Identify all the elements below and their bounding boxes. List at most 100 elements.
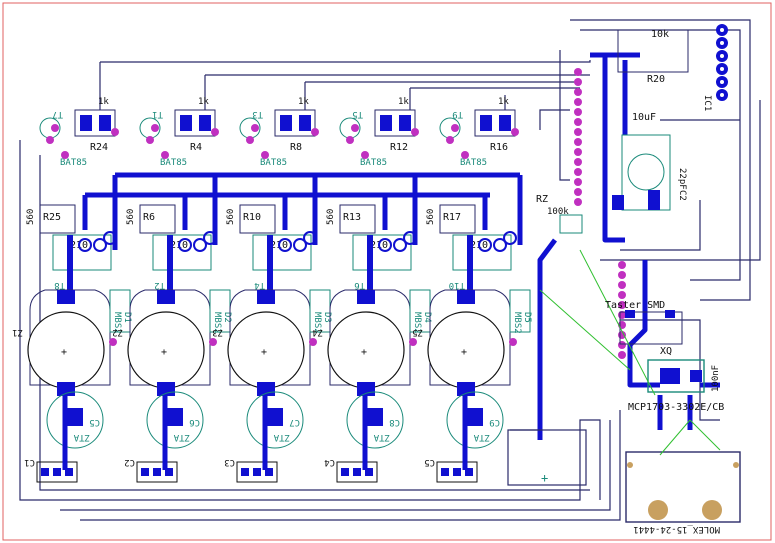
bridge-value-label: MBS2 bbox=[112, 312, 122, 334]
board-labels: 10k R20 10uF 22pF C2 RZ 100k Taster SMD … bbox=[536, 29, 724, 534]
pad bbox=[161, 151, 169, 159]
sense-outline bbox=[246, 391, 304, 449]
mid-resistor-block bbox=[339, 204, 376, 234]
ic-pin bbox=[618, 351, 626, 359]
ic-pin bbox=[574, 88, 582, 96]
r20-name-label: R20 bbox=[647, 74, 665, 85]
resistor-value-label: 1k bbox=[398, 97, 409, 107]
resistor-name-label: R16 bbox=[490, 142, 508, 153]
r20-value-label: 10k bbox=[651, 29, 669, 40]
cell-name-label: Z2 bbox=[112, 327, 123, 337]
resistor-pad bbox=[280, 115, 292, 131]
ic-pin bbox=[618, 261, 626, 269]
taster-smd bbox=[619, 310, 683, 345]
cell-pad-top bbox=[357, 290, 375, 304]
connector-pin bbox=[53, 468, 61, 476]
mosfet-outline bbox=[452, 234, 512, 271]
mid-resistor-name-label: R13 bbox=[343, 212, 361, 223]
pad bbox=[409, 338, 417, 346]
diode-label: BAT85 bbox=[160, 158, 187, 168]
pad bbox=[261, 151, 269, 159]
sense-outline bbox=[146, 391, 204, 449]
pad bbox=[251, 124, 259, 132]
cap-label: C9 bbox=[489, 417, 500, 427]
resistor-block bbox=[74, 109, 116, 137]
mosfet-outline bbox=[152, 234, 212, 271]
pad bbox=[146, 136, 154, 144]
header-pin-hole bbox=[720, 80, 724, 84]
connector-pin bbox=[41, 468, 49, 476]
resistor-pad bbox=[199, 115, 211, 131]
cell-plus-sign: + bbox=[61, 347, 67, 358]
header-connector bbox=[716, 24, 728, 101]
resistor-value-label: 1k bbox=[298, 97, 309, 107]
resistor-value-label: 1k bbox=[498, 97, 509, 107]
mid-resistor-value-label: 560 bbox=[126, 209, 136, 225]
bridge-value-label: MBS2 bbox=[512, 312, 522, 334]
pad bbox=[211, 128, 219, 136]
sense-outline bbox=[446, 391, 504, 449]
c2-name-label: C2 bbox=[677, 190, 687, 201]
bridge-value-label: MBS2 bbox=[412, 312, 422, 334]
cell-plus-sign: + bbox=[461, 347, 467, 358]
connector-pin bbox=[65, 468, 73, 476]
resistor-value-label: 1k bbox=[198, 97, 209, 107]
pad bbox=[351, 124, 359, 132]
svg-text:+: + bbox=[541, 471, 548, 485]
sense-label: ZTA bbox=[273, 432, 290, 442]
mosfet-pad bbox=[303, 231, 317, 245]
transistor-name-label: T9 bbox=[452, 109, 463, 119]
ic-pin bbox=[574, 68, 582, 76]
ic-pin bbox=[618, 301, 626, 309]
resistor-pad bbox=[299, 115, 311, 131]
ic-pin bbox=[574, 108, 582, 116]
resistor-name-label: R12 bbox=[390, 142, 408, 153]
mid-resistor-name-label: R6 bbox=[143, 212, 155, 223]
sense-label: ZTA bbox=[173, 432, 190, 442]
mosfet-pad bbox=[378, 238, 392, 252]
mosfet-pad bbox=[293, 238, 307, 252]
pad bbox=[509, 338, 517, 346]
connector-pin bbox=[453, 468, 461, 476]
pad bbox=[411, 128, 419, 136]
pad bbox=[311, 128, 319, 136]
resistor-pad bbox=[180, 115, 192, 131]
transistor-name-label: T7 bbox=[52, 109, 63, 119]
ic-pin bbox=[574, 98, 582, 106]
power-input-connector: + bbox=[507, 429, 587, 486]
resistor-pad bbox=[80, 115, 92, 131]
ic-pin bbox=[574, 78, 582, 86]
cell-plus-sign: + bbox=[361, 347, 367, 358]
pad bbox=[111, 128, 119, 136]
resistor-block bbox=[474, 109, 516, 137]
connector-pin bbox=[365, 468, 373, 476]
mosfet-pad bbox=[493, 238, 507, 252]
pad bbox=[246, 136, 254, 144]
cell-pad-top bbox=[57, 290, 75, 304]
mosfet-pad bbox=[103, 231, 117, 245]
mid-resistor-name-label: R17 bbox=[443, 212, 461, 223]
ic-pin bbox=[574, 148, 582, 156]
mosfet-outline bbox=[52, 234, 112, 271]
bridge-outline bbox=[509, 289, 531, 333]
cap-label: C7 bbox=[289, 417, 300, 427]
mcu-area bbox=[559, 29, 689, 234]
cell-plus-sign: + bbox=[261, 347, 267, 358]
pad bbox=[461, 151, 469, 159]
connector-cap-label: C1 bbox=[24, 457, 35, 467]
connector-pin bbox=[465, 468, 473, 476]
resistor-block bbox=[174, 109, 216, 137]
resistor-name-label: R8 bbox=[290, 142, 302, 153]
mid-resistor-block bbox=[239, 204, 276, 234]
ratsnest-lines bbox=[539, 249, 721, 456]
pad bbox=[511, 128, 519, 136]
bridge-name-label: D1 bbox=[122, 312, 132, 323]
mid-resistor-value-label: 560 bbox=[426, 209, 436, 225]
connector-pin bbox=[265, 468, 273, 476]
resistor-name-label: R24 bbox=[90, 142, 108, 153]
regulator-footprint bbox=[647, 359, 705, 393]
